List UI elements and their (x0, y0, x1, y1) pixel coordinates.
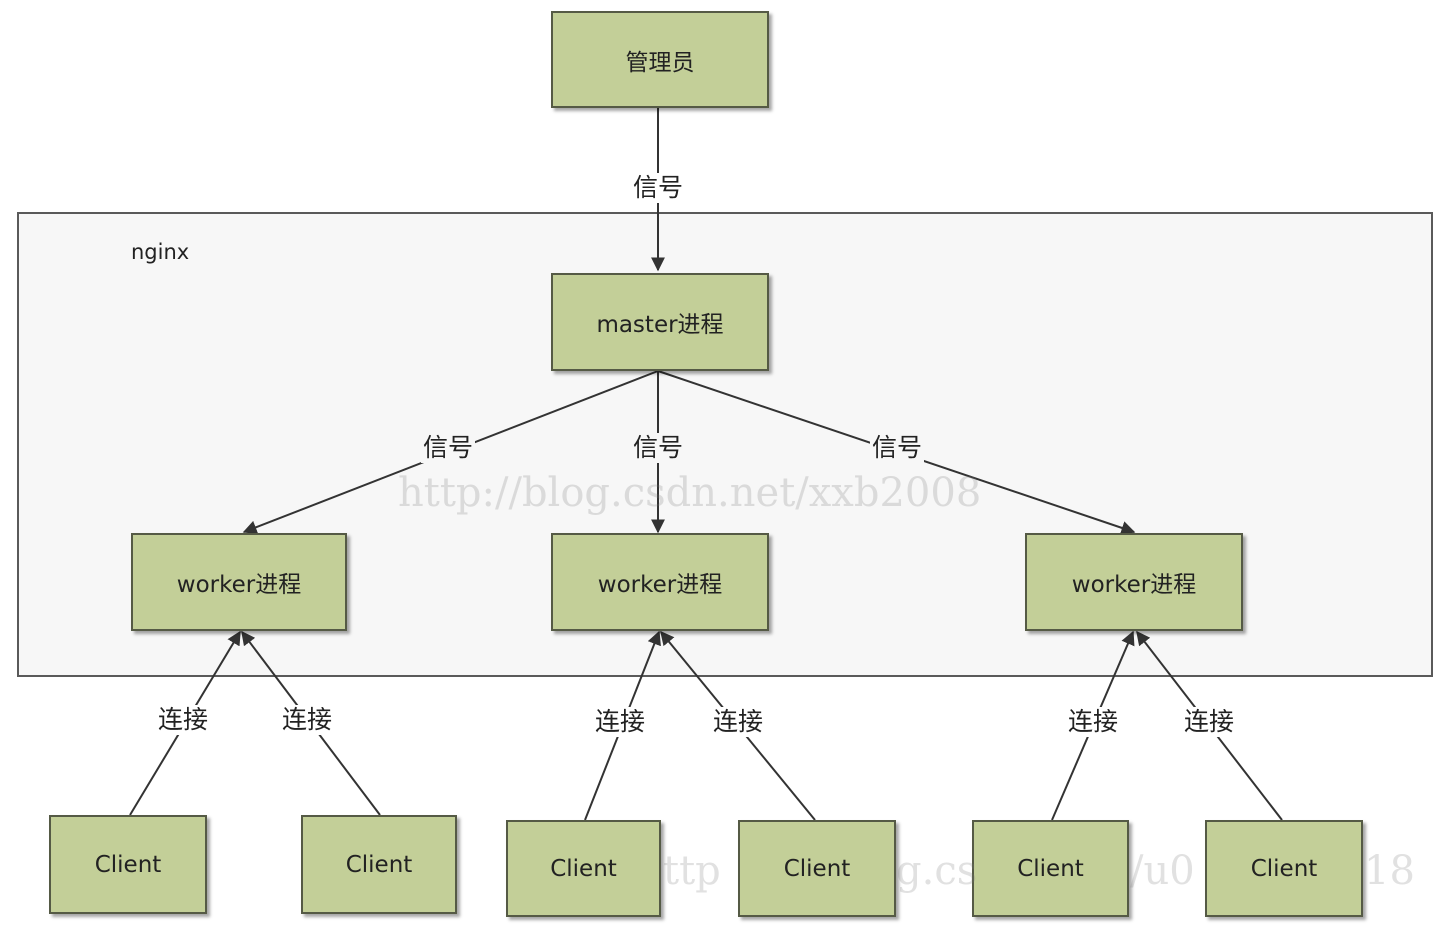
edge-label-connection-3: 连接 (592, 707, 648, 737)
master-box: master进程 (551, 273, 769, 371)
edge-label-connection-4: 连接 (710, 707, 766, 737)
worker-box-1: worker进程 (131, 533, 347, 631)
client-label: Client (550, 855, 617, 882)
client-box-6: Client (1205, 820, 1363, 917)
client-label: Client (94, 851, 162, 878)
admin-box: 管理员 (551, 11, 769, 108)
client-label: Client (1017, 855, 1084, 882)
client-box-1: Client (49, 815, 207, 914)
edge-label-connection-6: 连接 (1181, 707, 1237, 737)
worker-label: worker进程 (176, 572, 302, 598)
client-label: Client (345, 851, 413, 878)
worker-label: worker进程 (1071, 572, 1197, 598)
edge-label-connection-1: 连接 (155, 705, 211, 735)
master-label: master进程 (596, 312, 724, 338)
client-box-4: Client (738, 820, 896, 917)
worker-box-3: worker进程 (1025, 533, 1243, 631)
edge-label-master-signal-1: 信号 (420, 433, 476, 463)
client-label: Client (1250, 855, 1318, 882)
worker-label: worker进程 (597, 572, 723, 598)
edge-label-master-signal-3: 信号 (869, 433, 925, 463)
client-box-3: Client (506, 820, 661, 917)
client-label: Client (783, 855, 851, 882)
worker-box-2: worker进程 (551, 533, 769, 631)
edge-label-connection-2: 连接 (279, 705, 335, 735)
edge-label-master-signal-2: 信号 (630, 433, 686, 463)
nginx-label: nginx (131, 240, 190, 264)
edge-label-connection-5: 连接 (1065, 707, 1121, 737)
admin-label: 管理员 (625, 49, 695, 76)
edge-label-admin-signal: 信号 (630, 173, 686, 203)
client-box-5: Client (972, 820, 1129, 917)
client-box-2: Client (301, 815, 457, 914)
